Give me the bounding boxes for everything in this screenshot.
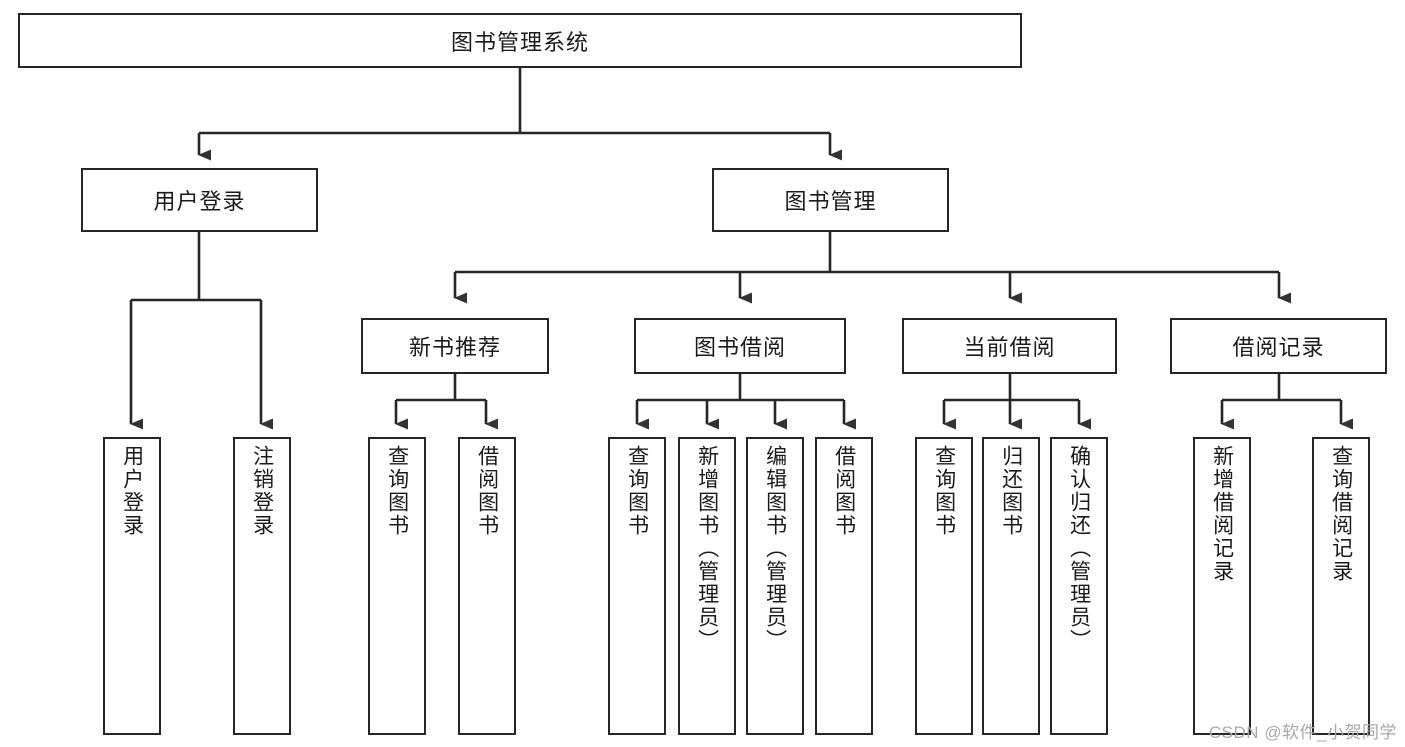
node-root-system[interactable]: 图书管理系统 (18, 13, 1022, 68)
leaf-book-borrow-borrow[interactable]: 借阅图书 (815, 437, 873, 735)
leaf-label: 查询借阅记录 (1329, 445, 1353, 583)
leaf-label: 归还图书 (999, 445, 1023, 537)
leaf-book-borrow-add[interactable]: 新增图书（管理员） (678, 437, 736, 735)
leaf-label: 查询图书 (385, 445, 409, 537)
node-root-label: 图书管理系统 (450, 29, 589, 55)
leaf-label: 借阅图书 (475, 445, 499, 537)
node-book-borrow-label: 图书借阅 (693, 335, 786, 360)
leaf-label: 查询图书 (625, 445, 649, 537)
leaf-current-borrow-confirm-return[interactable]: 确认归还（管理员） (1050, 437, 1108, 735)
watermark-text: CSDN @软件_小贺同学 (1208, 723, 1397, 742)
leaf-current-borrow-query[interactable]: 查询图书 (915, 437, 973, 735)
node-borrow-record[interactable]: 借阅记录 (1170, 318, 1387, 374)
node-current-borrow[interactable]: 当前借阅 (902, 318, 1117, 374)
node-book-management[interactable]: 图书管理 (712, 168, 949, 232)
leaf-user-login-logout[interactable]: 注销登录 (233, 437, 291, 735)
leaf-label: 新增图书（管理员） (695, 445, 719, 652)
leaf-label: 编辑图书（管理员） (763, 445, 787, 652)
leaf-label: 用户登录 (120, 445, 144, 537)
node-current-borrow-label: 当前借阅 (963, 335, 1056, 360)
leaf-borrow-record-add[interactable]: 新增借阅记录 (1193, 437, 1251, 735)
leaf-label: 新增借阅记录 (1210, 445, 1234, 583)
node-new-book-recommend-label: 新书推荐 (408, 335, 501, 360)
node-book-borrow[interactable]: 图书借阅 (634, 318, 846, 374)
node-borrow-record-label: 借阅记录 (1232, 335, 1325, 360)
leaf-book-borrow-edit[interactable]: 编辑图书（管理员） (746, 437, 804, 735)
leaf-current-borrow-return[interactable]: 归还图书 (982, 437, 1040, 735)
leaf-user-login-login[interactable]: 用户登录 (103, 437, 161, 735)
node-book-management-label: 图书管理 (784, 189, 877, 214)
leaf-label: 确认归还（管理员） (1067, 445, 1091, 652)
leaf-label: 借阅图书 (832, 445, 856, 537)
leaf-borrow-record-query[interactable]: 查询借阅记录 (1312, 437, 1370, 735)
node-user-login[interactable]: 用户登录 (81, 168, 318, 232)
node-new-book-recommend[interactable]: 新书推荐 (361, 318, 549, 374)
leaf-label: 注销登录 (250, 445, 274, 537)
leaf-new-book-query[interactable]: 查询图书 (368, 437, 426, 735)
leaf-new-book-borrow[interactable]: 借阅图书 (458, 437, 516, 735)
leaf-label: 查询图书 (932, 445, 956, 537)
leaf-book-borrow-query[interactable]: 查询图书 (608, 437, 666, 735)
node-user-login-label: 用户登录 (153, 189, 246, 214)
